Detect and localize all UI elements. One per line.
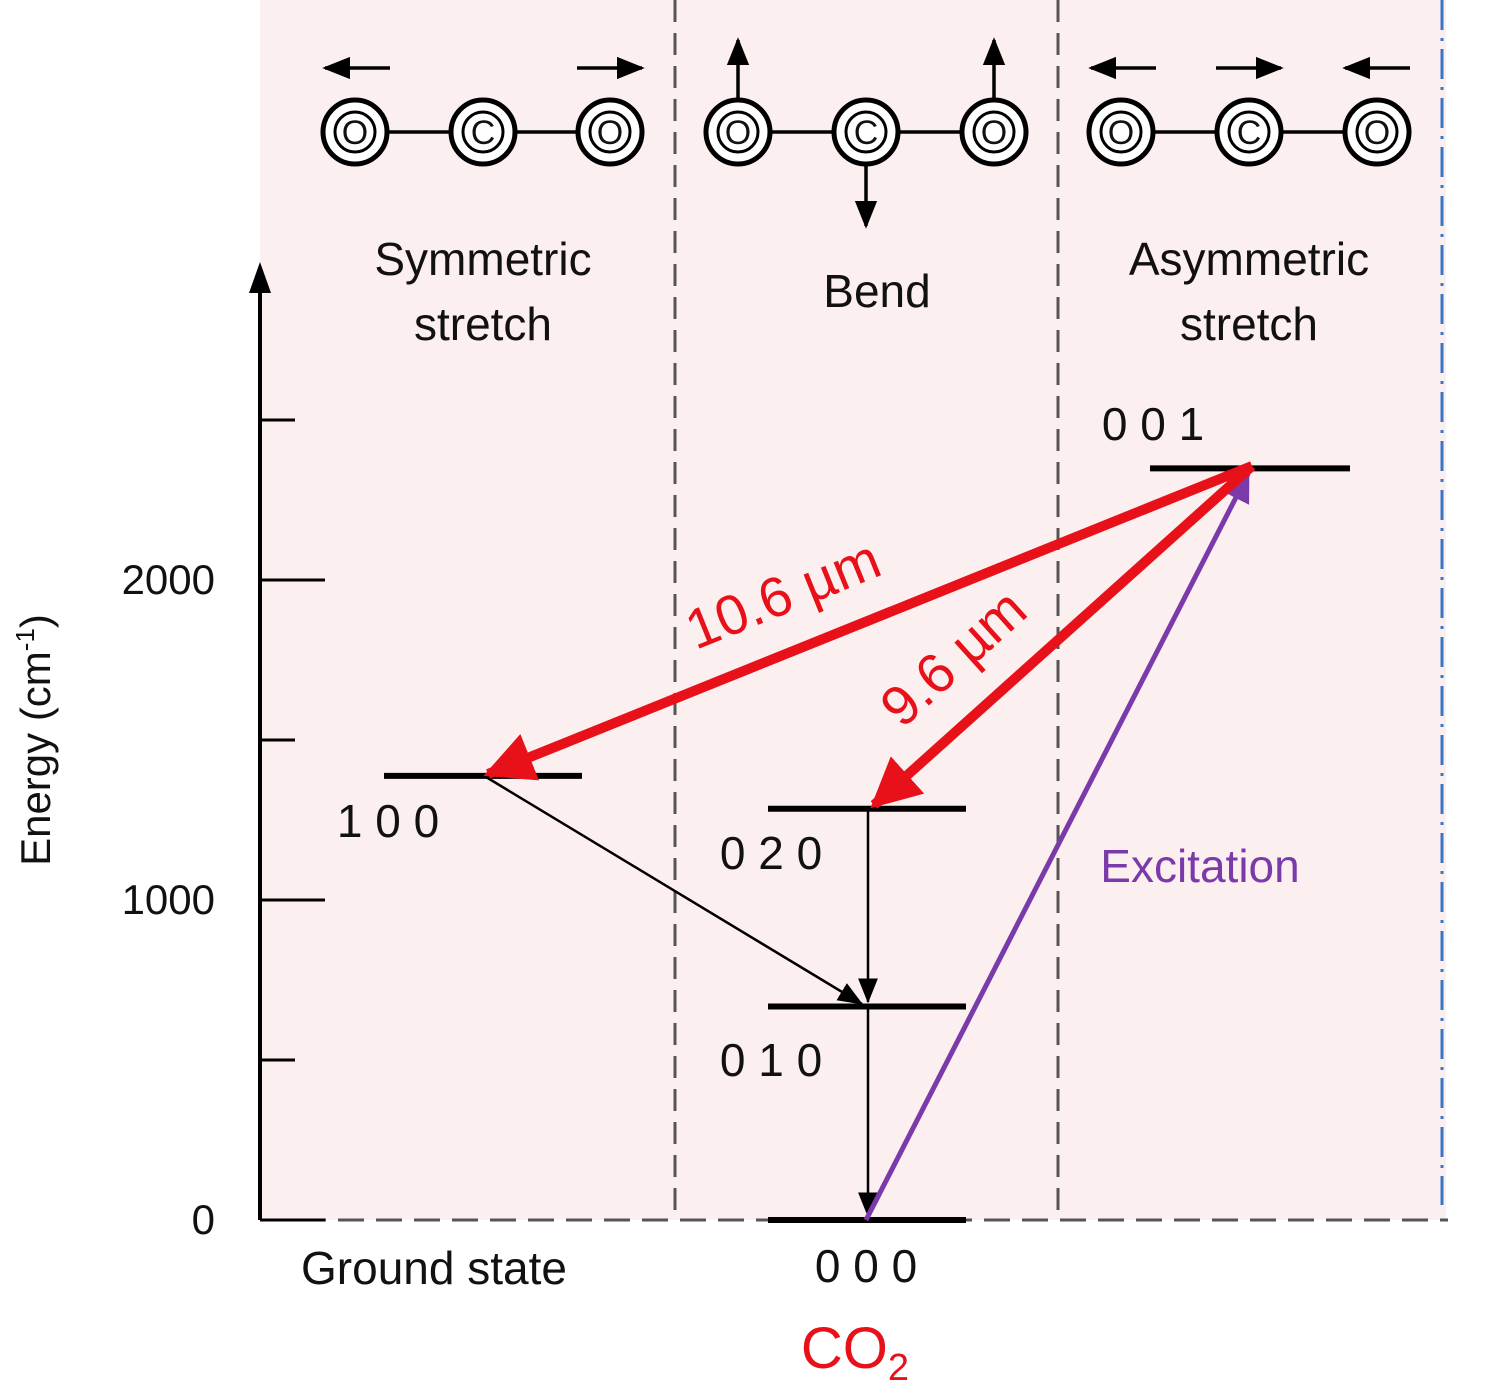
panel-background: [260, 0, 1446, 1220]
svg-text:O: O: [725, 114, 751, 152]
laser-arrow-10-6: [483, 461, 1254, 781]
svg-text:C: C: [1237, 114, 1262, 152]
atom-o-icon: O: [320, 97, 390, 167]
level-label-001: 0 0 1: [1102, 398, 1204, 450]
molecule-bend: O C O: [703, 37, 1029, 229]
excitation-label: Excitation: [1100, 840, 1299, 892]
atom-o-icon: O: [959, 97, 1029, 167]
mode-label-bend: Bend: [823, 265, 930, 317]
atom-o-icon: O: [575, 97, 645, 167]
atom-c-icon: C: [831, 97, 901, 167]
mode-label-asymmetric-line1: Asymmetric: [1129, 233, 1369, 285]
svg-text:C: C: [471, 114, 496, 152]
ground-state-label: Ground state: [301, 1242, 567, 1294]
molecule-asymmetric-stretch: O C O: [1086, 56, 1412, 167]
tick-label-0: 0: [192, 1196, 215, 1243]
laser-arrow-9-6: [870, 462, 1256, 809]
axis-label: Energy (cm-1): [10, 614, 59, 866]
svg-text:C: C: [854, 114, 879, 152]
tick-label-2000: 2000: [122, 556, 215, 603]
atom-o-icon: O: [1086, 97, 1156, 167]
atom-o-icon: O: [703, 97, 773, 167]
atom-c-icon: C: [448, 97, 518, 167]
excitation-arrow: [863, 471, 1251, 1222]
mode-label-symmetric-line2: stretch: [414, 298, 552, 350]
svg-text:O: O: [981, 114, 1007, 152]
svg-text:O: O: [1108, 114, 1134, 152]
level-label-100: 1 0 0: [337, 795, 439, 847]
svg-text:O: O: [597, 114, 623, 152]
level-label-020: 0 2 0: [720, 827, 822, 879]
atom-c-icon: C: [1214, 97, 1284, 167]
mode-label-asymmetric-line2: stretch: [1180, 298, 1318, 350]
svg-text:O: O: [1364, 114, 1390, 152]
molecule-label: CO2: [801, 1316, 909, 1389]
molecule-symmetric-stretch: O C O: [320, 56, 645, 167]
svg-text:O: O: [342, 114, 368, 152]
atom-o-icon: O: [1342, 97, 1412, 167]
level-label-010: 0 1 0: [720, 1034, 822, 1086]
level-label-000: 0 0 0: [815, 1240, 917, 1292]
mode-label-symmetric-line1: Symmetric: [374, 233, 591, 285]
energy-axis-arrowhead: [249, 262, 271, 293]
decay-100-to-010: [485, 775, 864, 1006]
tick-label-1000: 1000: [122, 876, 215, 923]
